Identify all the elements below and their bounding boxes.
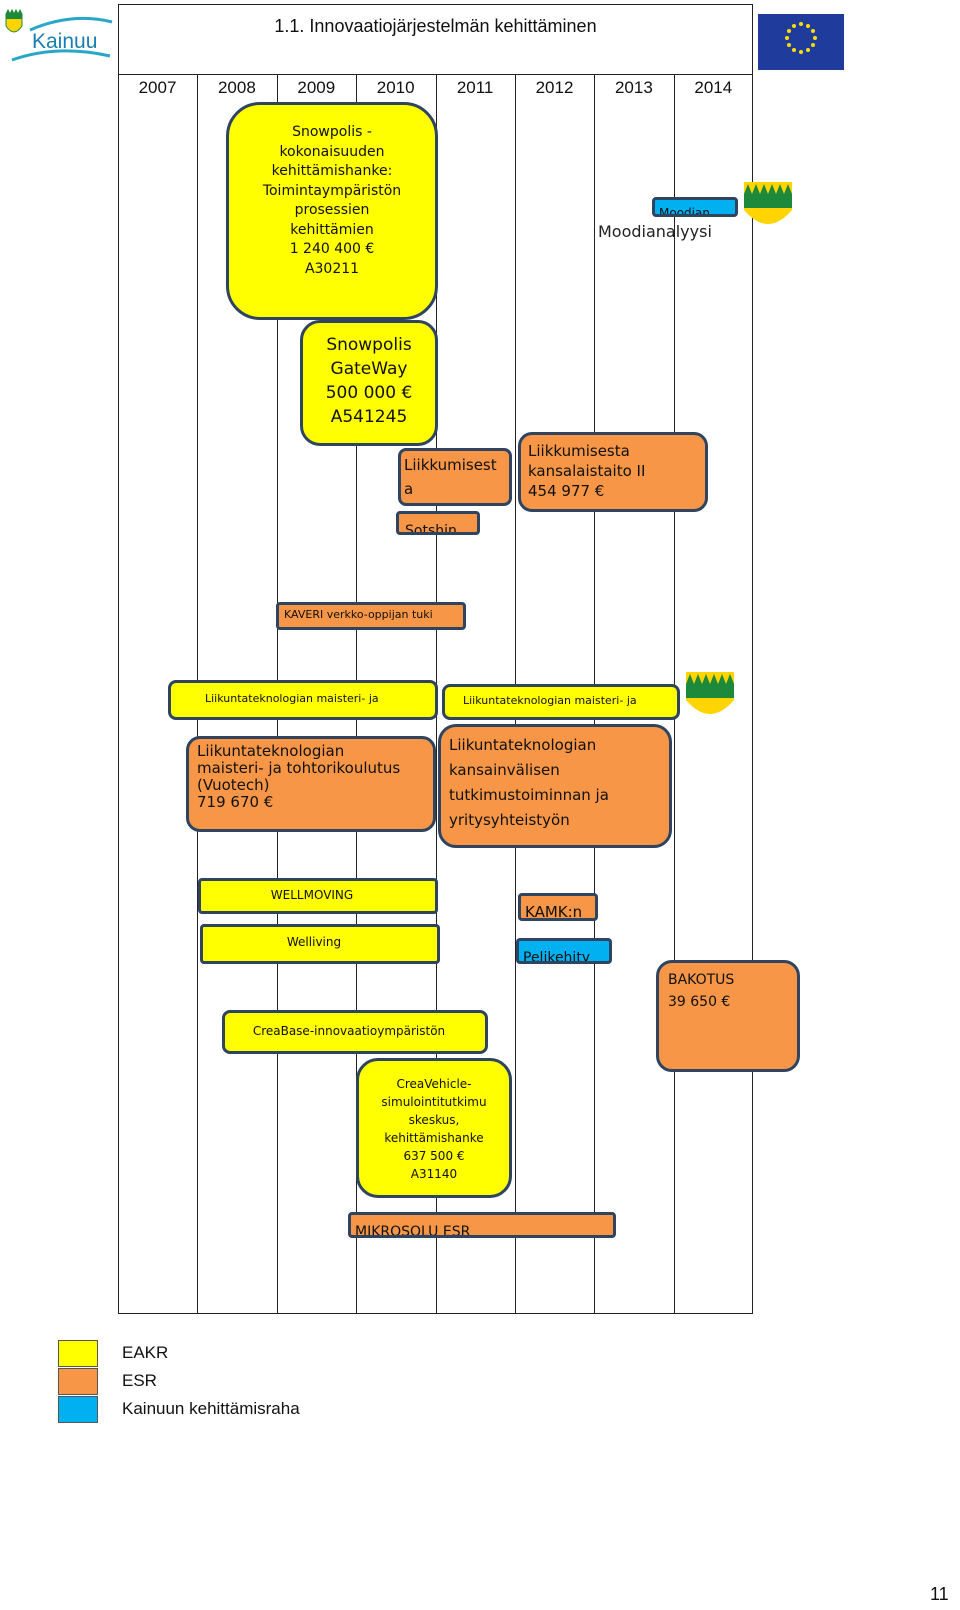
- project-text-line: kehittämien: [290, 221, 374, 238]
- project-pelikehitys: Pelikehity: [516, 938, 612, 964]
- project-text-line: prosessien: [294, 202, 370, 218]
- page-number: 11: [930, 1584, 949, 1604]
- project-text-line: tutkimustoiminnan ja: [449, 786, 609, 804]
- year-label-2014: 2014: [694, 78, 733, 97]
- project-text-line: Liikkumisest: [404, 456, 497, 474]
- project-text-line: Liikkumisesta: [528, 442, 630, 460]
- kainuu-logo: Kainuu: [2, 8, 114, 68]
- project-text-line: Liikuntateknologian: [197, 742, 345, 760]
- project-text-line: 637 500 €: [403, 1149, 465, 1163]
- project-kaveri: KAVERI verkko-oppijan tuki: [276, 602, 466, 630]
- year-label-2008: 2008: [217, 78, 256, 97]
- eu-flag-icon: [785, 22, 817, 54]
- project-text-line: kokonaisuuden: [279, 143, 385, 160]
- project-text-line: 719 670 €: [197, 793, 274, 811]
- project-liikkumisesta-1: Liikkumisest a: [398, 448, 512, 506]
- project-snowpolis-kokonaisuus: Snowpolis - kokonaisuuden kehittämishanke:…: [226, 102, 438, 320]
- legend-swatch-eakr: [58, 1340, 98, 1367]
- project-text-line: Toimintaympäristön: [262, 182, 402, 199]
- year-label-2007: 2007: [138, 78, 177, 97]
- project-text-line: A541245: [330, 407, 408, 427]
- title-separator: [118, 74, 753, 75]
- project-text-line: 1 240 400 €: [289, 241, 375, 257]
- project-text-line: maisteri- ja tohtorikoulutus: [197, 759, 401, 777]
- legend-label: Kainuun kehittämisraha: [122, 1399, 300, 1418]
- year-label-2009: 2009: [297, 78, 336, 97]
- project-text-line: 454 977 €: [528, 482, 605, 500]
- year-label-2011: 2011: [456, 78, 494, 97]
- kainuu-crest-icon: [744, 182, 792, 224]
- legend-swatch-esr: [58, 1368, 98, 1395]
- project-text-line: yritysyhteistyön: [449, 811, 570, 829]
- project-text-line: (Vuotech): [197, 776, 270, 794]
- legend-label: EAKR: [122, 1343, 169, 1362]
- project-bakotus: BAKOTUS 39 650 €: [656, 960, 800, 1072]
- year-label-2013: 2013: [614, 78, 653, 97]
- project-kamk: KAMK:n: [518, 893, 598, 921]
- project-mikrosolu: MIKROSOLU ESR: [348, 1212, 616, 1238]
- project-welliving: Welliving: [200, 924, 440, 964]
- project-text-line: kehittämishanke: [384, 1131, 484, 1145]
- project-creabase: CreaBase-innovaatioympäristön: [222, 1010, 488, 1054]
- project-text-line: A31140: [410, 1167, 458, 1181]
- project-text-line: kansalaistaito II: [528, 462, 646, 480]
- project-text-line: kehittämishanke:: [271, 163, 393, 179]
- project-text-line: BAKOTUS: [668, 972, 735, 988]
- project-text-line: a: [404, 480, 414, 498]
- year-label-2010: 2010: [376, 78, 415, 97]
- project-text-line: kansainvälisen: [449, 761, 560, 779]
- project-kansainvalinen: Liikuntateknologian kansainvälisen tutkimu…: [438, 724, 672, 848]
- kainuu-crest-top: [742, 180, 794, 232]
- chart-frame: [118, 4, 753, 1314]
- page-title: 1.1. Innovaatiojärjestelmän kehittäminen: [274, 16, 597, 36]
- year-label-2012: 2012: [535, 78, 574, 97]
- project-text-line: Snowpolis: [326, 335, 412, 355]
- project-liikuntateknologia-1: Liikuntateknologian maisteri- ja: [168, 680, 438, 720]
- project-text-line: Liikuntateknologian: [449, 736, 597, 754]
- legend-swatch-kainuun-kehitt-misraha: [58, 1396, 98, 1423]
- project-liikuntateknologia-2: Liikuntateknologian maisteri- ja: [442, 684, 680, 720]
- project-text-line: A30211: [304, 260, 360, 277]
- eu-flag: [758, 14, 844, 70]
- legend-label: ESR: [122, 1371, 157, 1390]
- project-sotshin: Sotshin: [396, 511, 480, 535]
- project-text-line: skeskus,: [408, 1113, 460, 1127]
- project-text-line: CreaVehicle-: [396, 1077, 472, 1091]
- kainuu-crest-middle: [684, 670, 736, 722]
- logo-text: Kainuu: [32, 30, 98, 53]
- project-liikkumisesta-2: Liikkumisesta kansalaistaito II 454 977 €: [518, 432, 708, 512]
- project-text-line: 39 650 €: [668, 994, 731, 1010]
- project-text-line: Snowpolis -: [292, 124, 372, 140]
- project-text-line: 500 000 €: [325, 383, 413, 403]
- project-text-line: GateWay: [330, 359, 408, 379]
- moodianalyysi-label: Moodianalyysi: [598, 222, 712, 241]
- project-moodian: Moodian: [652, 197, 738, 217]
- project-wellmoving: WELLMOVING: [198, 878, 438, 914]
- project-creavehicle: CreaVehicle-simulointitutkimu skeskus, keh…: [356, 1058, 512, 1198]
- project-text-line: simulointitutkimu: [381, 1095, 487, 1109]
- kainuu-crest-icon: [686, 672, 734, 714]
- kainuu-logo-icon: [5, 8, 113, 62]
